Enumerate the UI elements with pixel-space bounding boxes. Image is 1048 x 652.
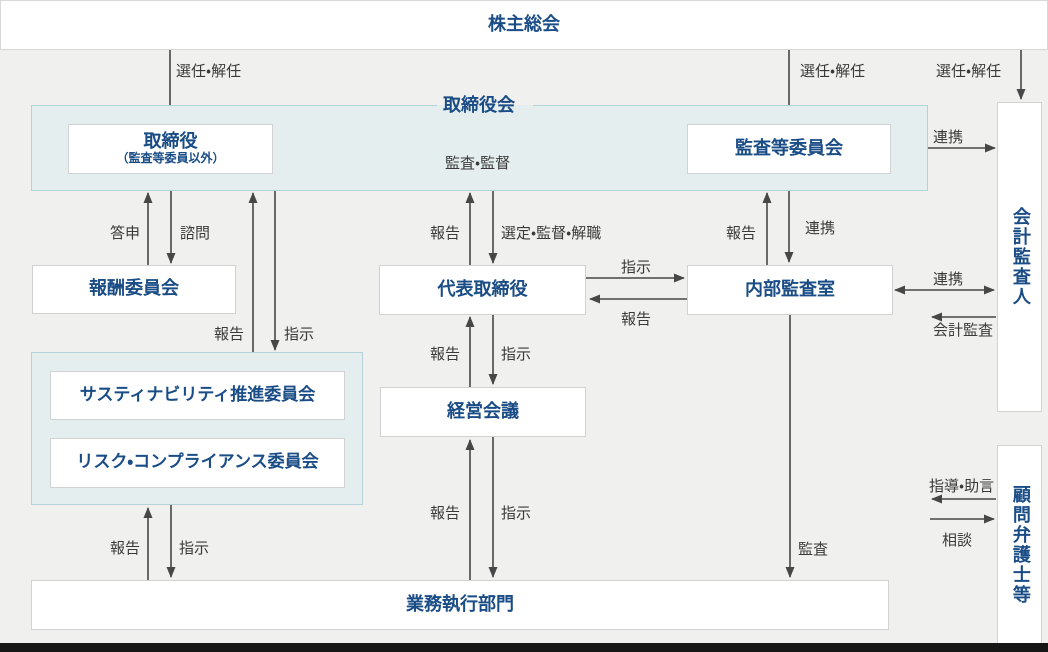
edge-label-execution-instruction-from-committees: 指示 [179, 539, 210, 557]
node-label: 経営会議 [447, 400, 519, 422]
edge-label-selection-supervision-dismissal: 選定・監督・解職 [501, 224, 602, 242]
node-label: 株主総会 [488, 13, 560, 35]
edge-label-management-report: 報告 [430, 345, 461, 363]
panel-title-board: 取締役会 [443, 95, 515, 116]
edge-label-execution-instruction-from-management: 指示 [501, 504, 532, 522]
edge-label-accounting-audit: 会計監査 [933, 321, 994, 339]
edge-label-reply: 答申 [110, 224, 141, 242]
node-risk-compliance-committee: リスク・コンプライアンス委員会 [50, 438, 345, 488]
node-label: 業務執行部門 [406, 593, 514, 615]
node-sublabel: （監査等委員以外） [116, 151, 225, 166]
node-directors: 取締役 （監査等委員以外） [68, 124, 273, 174]
node-label: 内部監査室 [745, 278, 835, 300]
edge-label-cooperation-top: 連携 [933, 128, 964, 146]
edge-label-appoint-audit-committee: 選任・解任 [800, 62, 866, 80]
node-label: 取締役 [143, 130, 198, 152]
edge-label-instruction-to-internal-audit: 指示 [621, 258, 652, 276]
edge-label-report-from-internal-audit: 報告 [621, 310, 652, 328]
footer-bar [0, 643, 1048, 652]
edge-label-cooperation-accounting: 連携 [933, 270, 964, 288]
edge-label-internal-audit-report: 報告 [726, 224, 757, 242]
edge-label-committees-instruction: 指示 [284, 325, 315, 343]
edge-label-consultation: 諮問 [180, 224, 211, 242]
panel-border-segment [533, 105, 928, 106]
node-management-meeting: 経営会議 [380, 387, 586, 437]
panel-border-segment [31, 105, 437, 106]
edge-label-representative-report: 報告 [430, 224, 461, 242]
edge-label-appoint-directors: 選任・解任 [176, 62, 242, 80]
node-label: リスク・コンプライアンス委員会 [76, 452, 319, 473]
edge-label-consultation-request: 相談 [942, 531, 973, 549]
edge-label-guidance-advice: 指導・助言 [929, 477, 995, 495]
edge-label-execution-report-to-committees: 報告 [110, 539, 141, 557]
node-audit-committee: 監査等委員会 [687, 124, 891, 174]
node-compensation-committee: 報酬委員会 [32, 265, 236, 314]
edge-label-management-instruction: 指示 [501, 345, 532, 363]
node-label: 報酬委員会 [89, 278, 179, 300]
node-label: サスティナビリティ推進委員会 [79, 384, 316, 405]
node-legal-advisors: 顧問弁護士等 [997, 445, 1042, 645]
edge-label-appoint-accounting-auditor: 選任・解任 [936, 62, 1002, 80]
node-execution-departments: 業務執行部門 [31, 580, 889, 630]
node-accounting-auditor: 会計監査人 [997, 102, 1042, 412]
node-label: 監査等委員会 [735, 137, 843, 159]
node-label: 代表取締役 [437, 278, 528, 300]
edge-label-audit-supervision: 監査・監督 [445, 154, 511, 172]
edge-label-committees-report: 報告 [214, 325, 245, 343]
node-label: 会計監査人 [1009, 207, 1031, 307]
node-label: 顧問弁護士等 [1009, 485, 1031, 605]
node-representative-director: 代表取締役 [379, 265, 586, 315]
node-internal-audit-office: 内部監査室 [687, 265, 893, 315]
node-shareholders-meeting: 株主総会 [0, 0, 1048, 50]
edge-label-audit: 監査 [798, 540, 829, 558]
edge-label-cooperation-internal-audit: 連携 [805, 219, 836, 237]
edge-label-execution-report-to-management: 報告 [430, 504, 461, 522]
node-sustainability-committee: サスティナビリティ推進委員会 [50, 371, 345, 420]
